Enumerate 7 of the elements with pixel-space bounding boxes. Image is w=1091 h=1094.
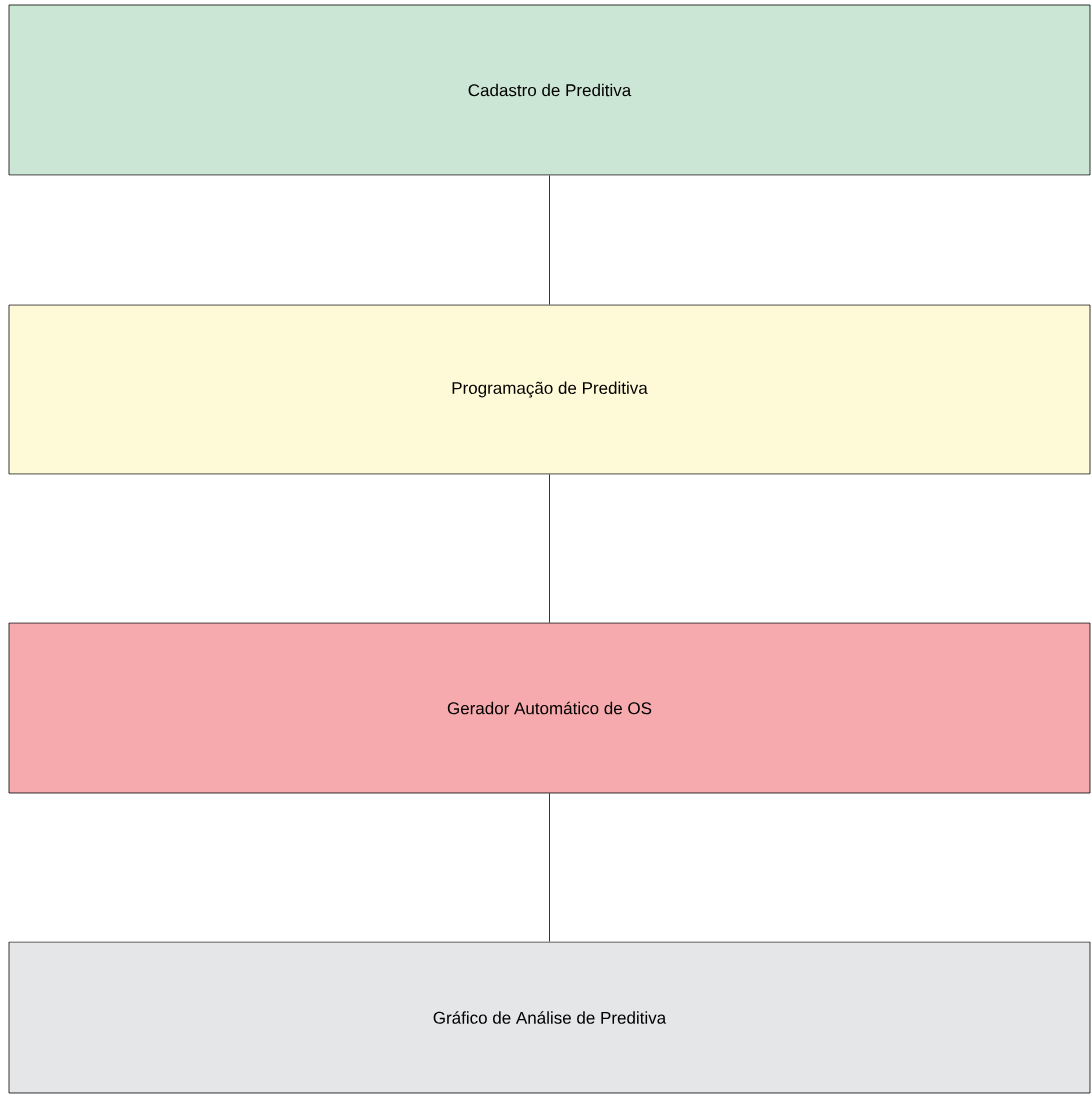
connector-line xyxy=(549,474,550,623)
connector-line xyxy=(549,793,550,942)
process-box: Cadastro de Preditiva xyxy=(8,4,1091,176)
connector-line xyxy=(549,175,550,305)
process-box: Gráfico de Análise de Preditiva xyxy=(8,941,1091,1094)
process-box: Gerador Automático de OS xyxy=(8,622,1091,794)
process-box: Programação de Preditiva xyxy=(8,304,1091,475)
